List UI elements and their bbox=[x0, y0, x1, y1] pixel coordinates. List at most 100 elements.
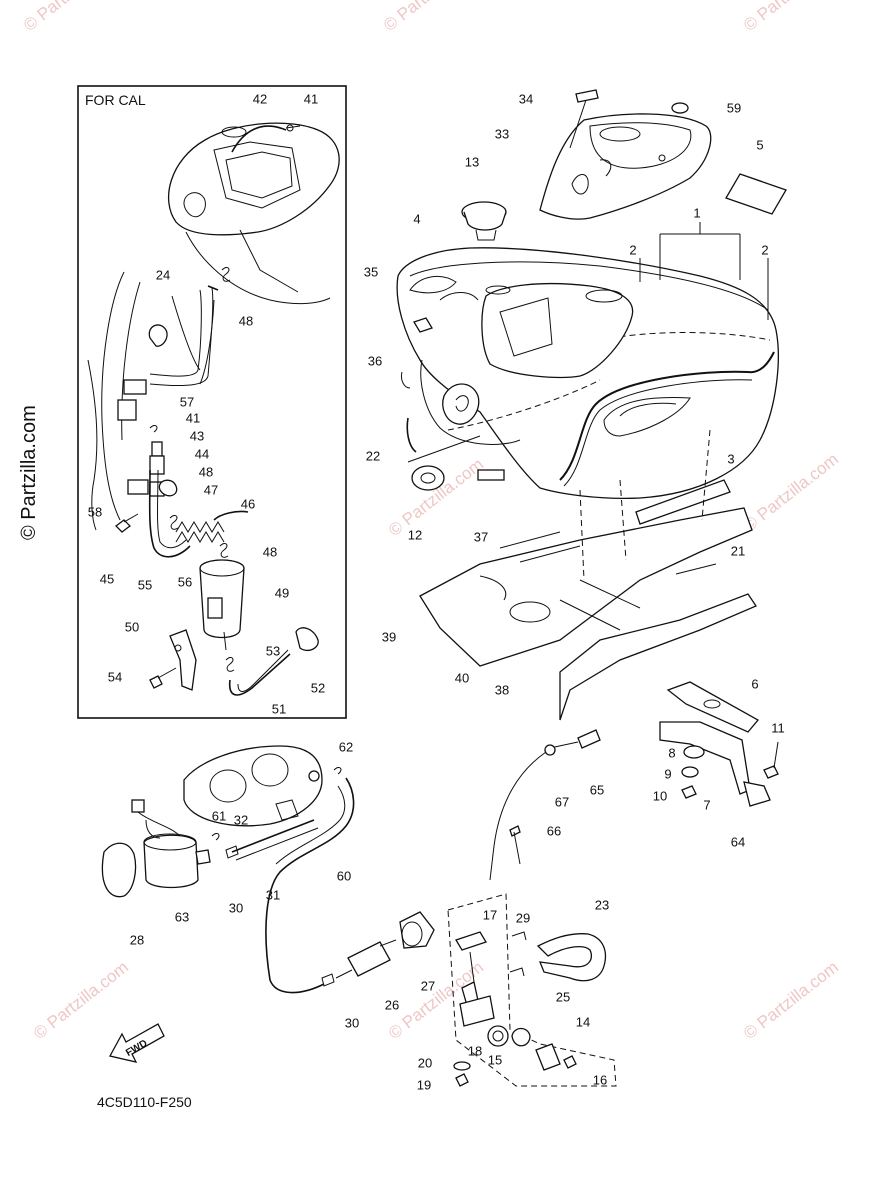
grommet-12 bbox=[411, 465, 445, 491]
heat-shields bbox=[419, 429, 757, 721]
clamp-52 bbox=[295, 627, 319, 652]
callout-38: 38 bbox=[495, 682, 509, 697]
strip-21 bbox=[635, 479, 731, 525]
callout-9: 9 bbox=[664, 766, 671, 781]
callout-26: 26 bbox=[385, 997, 399, 1012]
bolt-11 bbox=[763, 765, 779, 779]
callout-17: 17 bbox=[483, 907, 497, 922]
copyright-notice: © Partzilla.com bbox=[18, 405, 40, 540]
damper-64 bbox=[743, 781, 771, 807]
callout-42: 42 bbox=[253, 91, 267, 106]
callout-21: 21 bbox=[731, 543, 745, 558]
fuel-pump-63 bbox=[101, 799, 211, 898]
callout-62: 62 bbox=[339, 739, 353, 754]
fuel-filter-26 bbox=[335, 939, 397, 979]
hose-60 bbox=[265, 777, 355, 994]
callout-64: 64 bbox=[731, 834, 745, 849]
callout-27: 27 bbox=[421, 978, 435, 993]
callout-2: 2 bbox=[761, 242, 768, 257]
callout-49: 49 bbox=[275, 585, 289, 600]
inset-box bbox=[77, 85, 347, 719]
bracket-6 bbox=[666, 681, 760, 733]
callout-30: 30 bbox=[345, 1015, 359, 1030]
callout-6: 6 bbox=[751, 676, 758, 691]
callout-3: 3 bbox=[727, 451, 734, 466]
pad-37 bbox=[477, 469, 505, 481]
cable-65 bbox=[489, 729, 601, 881]
callout-41: 41 bbox=[186, 410, 200, 425]
callout-39: 39 bbox=[382, 629, 396, 644]
callout-63: 63 bbox=[175, 909, 189, 924]
collar-8 bbox=[683, 745, 705, 759]
clip-61 bbox=[211, 833, 220, 841]
callout-36: 36 bbox=[368, 353, 382, 368]
callout-19: 19 bbox=[417, 1077, 431, 1092]
callout-65: 65 bbox=[590, 782, 604, 797]
callout-31: 31 bbox=[266, 887, 280, 902]
callout-32: 32 bbox=[234, 812, 248, 827]
fuel-pump-49 bbox=[199, 559, 245, 651]
callout-53: 53 bbox=[266, 643, 280, 658]
callout-60: 60 bbox=[337, 868, 351, 883]
callout-55: 55 bbox=[138, 577, 152, 592]
callout-41: 41 bbox=[304, 91, 318, 106]
callout-59: 59 bbox=[727, 100, 741, 115]
callout-28: 28 bbox=[130, 932, 144, 947]
callout-11: 11 bbox=[771, 720, 785, 735]
inset-tank bbox=[168, 122, 340, 305]
callout-16: 16 bbox=[593, 1072, 607, 1087]
callout-50: 50 bbox=[125, 619, 139, 634]
bracket-50 bbox=[149, 629, 197, 691]
diagram-code: 4C5D110-F250 bbox=[97, 1094, 192, 1110]
callout-1: 1 bbox=[693, 205, 700, 220]
fuel-cap-13 bbox=[461, 201, 507, 241]
callout-35: 35 bbox=[364, 264, 378, 279]
callout-4: 4 bbox=[413, 211, 420, 226]
bracket-7 bbox=[659, 721, 751, 795]
callout-51: 51 bbox=[272, 701, 286, 716]
callout-2: 2 bbox=[629, 242, 636, 257]
hose-22 bbox=[406, 417, 417, 453]
callout-30: 30 bbox=[229, 900, 243, 915]
cap-59 bbox=[671, 102, 689, 114]
callout-40: 40 bbox=[455, 670, 469, 685]
callout-8: 8 bbox=[668, 745, 675, 760]
callout-29: 29 bbox=[516, 910, 530, 925]
callout-57: 57 bbox=[180, 394, 194, 409]
fuel-cock-18 bbox=[453, 931, 577, 1087]
callout-46: 46 bbox=[241, 496, 255, 511]
inset-frame bbox=[87, 267, 249, 558]
callout-10: 10 bbox=[653, 788, 667, 803]
tie-66 bbox=[509, 825, 521, 837]
callout-7: 7 bbox=[703, 797, 710, 812]
callout-18: 18 bbox=[468, 1043, 482, 1058]
cock-dashed-outline bbox=[447, 893, 617, 1087]
callout-66: 66 bbox=[547, 823, 561, 838]
callout-48: 48 bbox=[263, 544, 277, 559]
callout-54: 54 bbox=[108, 669, 122, 684]
callout-15: 15 bbox=[488, 1052, 502, 1067]
callout-34: 34 bbox=[519, 91, 533, 106]
callout-48: 48 bbox=[239, 313, 253, 328]
callout-67: 67 bbox=[555, 794, 569, 809]
callout-33: 33 bbox=[495, 126, 509, 141]
callout-43: 43 bbox=[190, 428, 204, 443]
callout-22: 22 bbox=[366, 448, 380, 463]
callout-13: 13 bbox=[465, 154, 479, 169]
callout-20: 20 bbox=[418, 1055, 432, 1070]
fuel-tank-1 bbox=[396, 247, 779, 500]
callout-24: 24 bbox=[156, 267, 170, 282]
decal-5 bbox=[725, 173, 787, 215]
callout-48: 48 bbox=[199, 464, 213, 479]
hose-31 bbox=[231, 819, 315, 853]
callout-61: 61 bbox=[212, 808, 226, 823]
hose-23 bbox=[536, 933, 607, 982]
part-27 bbox=[399, 911, 435, 949]
bolt-10 bbox=[681, 785, 697, 799]
damper-35 bbox=[413, 317, 433, 333]
fwd-arrow-icon: FWD bbox=[109, 1023, 165, 1063]
callout-44: 44 bbox=[195, 446, 209, 461]
